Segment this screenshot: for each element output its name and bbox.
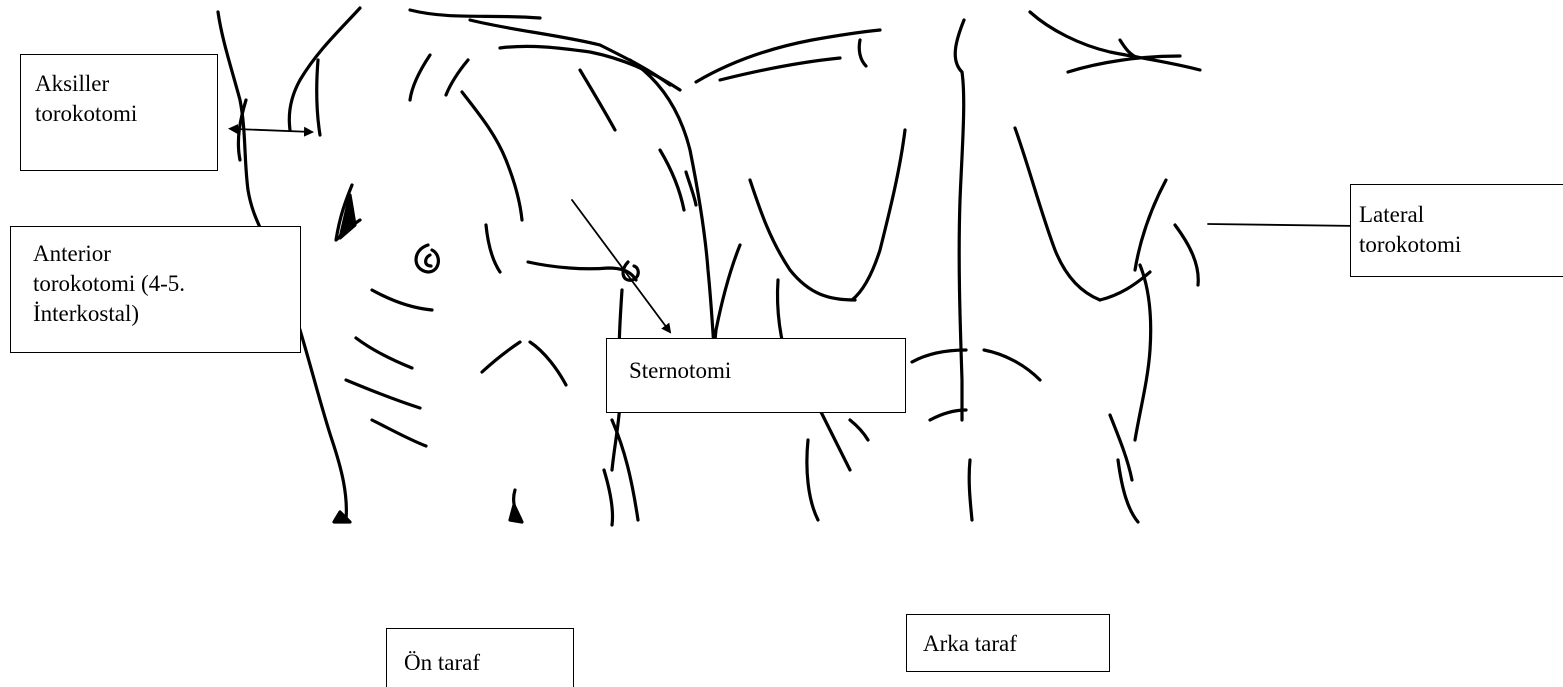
aksiller-arrow bbox=[236, 129, 312, 132]
label-arka-taraf-text: Arka taraf bbox=[923, 629, 1109, 659]
label-sternotomi-text: Sternotomi bbox=[629, 356, 905, 386]
label-aksiller-text: Aksiller torokotomi bbox=[35, 69, 217, 129]
lateral-arrow bbox=[1208, 224, 1360, 226]
label-on-taraf: Ön taraf bbox=[386, 628, 574, 687]
label-anterior-torokotomi: Anterior torokotomi (4-5. İnterkostal) bbox=[10, 226, 301, 353]
back-torso bbox=[696, 12, 1200, 522]
label-lateral-text: Lateral torokotomi bbox=[1359, 200, 1563, 260]
label-lateral-torokotomi: Lateral torokotomi bbox=[1350, 184, 1563, 277]
label-on-taraf-text: Ön taraf bbox=[404, 648, 573, 678]
label-sternotomi: Sternotomi bbox=[606, 338, 906, 413]
label-anterior-text: Anterior torokotomi (4-5. İnterkostal) bbox=[33, 239, 300, 329]
label-aksiller-torokotomi: Aksiller torokotomi bbox=[20, 54, 218, 171]
label-arka-taraf: Arka taraf bbox=[906, 614, 1110, 672]
